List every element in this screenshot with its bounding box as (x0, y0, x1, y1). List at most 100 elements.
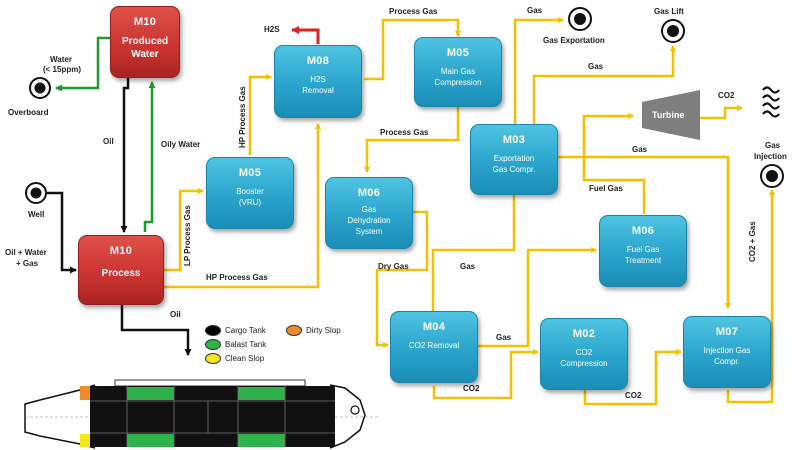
module-name: Process (101, 268, 141, 279)
module-name-line2: Water (131, 49, 159, 60)
atmosphere-icon (762, 86, 780, 118)
well-terminal (25, 182, 47, 204)
module-name-line2: Compr. (714, 357, 740, 366)
fuel-gas-label: Fuel Gas (589, 184, 623, 193)
legend-label: Balast Tank (225, 340, 267, 349)
co2-m04-to-m02-line (432, 349, 539, 400)
oil-to-ship-line (120, 305, 192, 356)
h2s-label: H2S (264, 25, 280, 34)
oily-water-line (143, 81, 156, 232)
gas-injection-terminal (760, 164, 784, 188)
co2-plus-gas-label: CO2 + Gas (748, 221, 757, 262)
well-label: Well (28, 210, 45, 219)
gas-from-m04-label: Gas (496, 333, 512, 342)
overboard-label: Overboard (8, 108, 49, 117)
h2s-line (291, 26, 320, 44)
module-name: Booster (236, 187, 264, 196)
well-inflow-line (44, 191, 77, 274)
module-main-gas-compression[interactable]: M05 Main Gas Compression (414, 37, 502, 107)
legend-label: Clean Slop (225, 354, 265, 363)
legend-swatch (286, 325, 302, 336)
module-exportation-gas-compr[interactable]: M03 Exportation Gas Compr. (470, 124, 558, 195)
module-process[interactable]: M10 Process (78, 235, 164, 305)
legend-swatch (205, 353, 221, 364)
module-code: M05 (446, 47, 470, 59)
module-code: M07 (715, 326, 739, 338)
module-co2-removal[interactable]: M04 CO2 Removal (390, 311, 478, 383)
oil-water-gas-label: Oil + Water (5, 248, 47, 257)
module-name: Fuel Gas (626, 245, 660, 254)
module-name-line2: Treatment (624, 256, 662, 265)
overboard-terminal (29, 77, 51, 99)
module-code: M08 (306, 55, 330, 67)
gas-export-label: Gas (527, 6, 543, 15)
fuel-gas-line (582, 157, 646, 214)
module-code: M02 (572, 328, 596, 340)
module-name: Gas (361, 205, 377, 214)
dry-gas-label: Dry Gas (378, 262, 409, 271)
co2-exhaust-line (700, 105, 743, 120)
hp-process-gas-label: HP Process Gas (206, 273, 268, 282)
module-name: Injection Gas (703, 346, 751, 355)
gas-to-fuel-treatment-line (478, 247, 597, 348)
process-gas-top-label: Process Gas (389, 7, 438, 16)
gas-exportation-label: Gas Exportation (543, 36, 605, 45)
gas-to-m03-line (431, 189, 517, 312)
module-name-line2: Compression (434, 78, 482, 87)
oil-line-up (120, 78, 130, 233)
module-name-line2: Removal (302, 86, 334, 95)
module-name-line2: Compression (560, 359, 608, 368)
co2-exhaust-label: CO2 (718, 91, 735, 100)
lp-process-gas-line (164, 188, 204, 272)
gas-to-injection-label: Gas (632, 145, 648, 154)
fuel-to-turbine-line (582, 113, 634, 157)
module-name: Main Gas (440, 67, 476, 76)
gas-lift-label: Gas Lift (654, 7, 684, 16)
gas-to-m03-label: Gas (460, 262, 476, 271)
module-code: M06 (631, 225, 655, 237)
process-gas-top-line (364, 18, 461, 81)
oily-water-label: Oily Water (161, 140, 201, 149)
gas-injection-label-1: Gas (765, 141, 781, 150)
gas-injection-label-2: Injection (754, 152, 787, 161)
m03-gas-injection-line (556, 155, 731, 309)
legend-swatch (205, 339, 221, 350)
module-code: M05 (238, 167, 262, 179)
module-name: CO2 Removal (408, 341, 460, 350)
lp-process-gas-label: LP Process Gas (183, 205, 192, 266)
module-injection-gas-compr[interactable]: M07 Injection Gas Compr. (683, 316, 771, 388)
co2-from-m02-label: CO2 (625, 391, 642, 400)
co2-gas-injection-line (726, 189, 775, 404)
dry-gas-line (375, 210, 429, 348)
process-gas-mid-line (364, 107, 460, 173)
process-gas-mid-label: Process Gas (380, 128, 429, 137)
module-code: M04 (422, 321, 446, 333)
fpso-ship-plan (24, 379, 378, 449)
module-h2s-removal[interactable]: M08 H2S Removal (274, 45, 362, 118)
module-fuel-gas-treatment[interactable]: M06 Fuel Gas Treatment (599, 215, 687, 287)
module-name: H2S (310, 75, 326, 84)
module-code: M03 (502, 134, 526, 146)
module-code: M10 (133, 16, 157, 28)
module-name-line3: System (355, 227, 383, 236)
gas-lift-terminal (661, 19, 685, 43)
oil-down-label: Oil (170, 310, 181, 319)
gas-exportation-terminal (568, 7, 592, 31)
booster-to-h2s-line (248, 74, 272, 155)
hp-process-gas-line (164, 123, 321, 289)
module-co2-compression[interactable]: M02 CO2 Compression (540, 318, 628, 390)
module-gas-dehydration[interactable]: M06 Gas Dehydration System (325, 177, 413, 249)
turbine-shape (642, 90, 700, 140)
module-booster-vru[interactable]: M05 Booster (VRU) (206, 157, 294, 229)
turbine-label: Turbine (652, 110, 685, 120)
module-produced-water[interactable]: M10 Produced Water (110, 6, 180, 78)
legend-balast-tank: Balast Tank (205, 339, 266, 350)
legend-label: Dirty Slop (306, 326, 341, 335)
water-ppm-label: (< 15ppm) (43, 65, 82, 74)
gas-export-line (513, 17, 564, 124)
co2-from-m04-label: CO2 (463, 384, 480, 393)
gas-lift-line-label: Gas (588, 62, 604, 71)
water-overboard-line (55, 36, 110, 92)
legend-label: Cargo Tank (225, 326, 266, 335)
